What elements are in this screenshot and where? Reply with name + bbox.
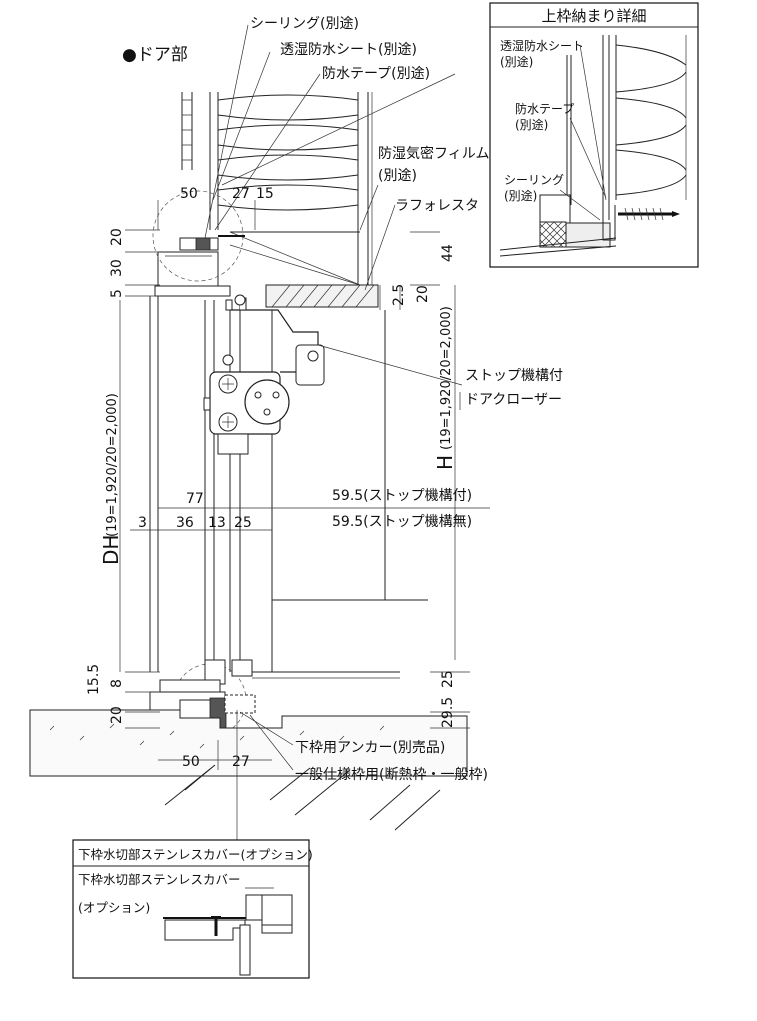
option-header: 下枠水切部ステンレスカバー(オプション) (78, 847, 313, 862)
h-label: H (433, 455, 457, 470)
label-stop-closer: ストップ機構付 (465, 368, 563, 384)
leader-lines (204, 24, 463, 840)
dh-range: (19=1,920/20=2,000) (105, 393, 120, 537)
upper-frame-detail: 上枠納まり詳細 透湿防水シート (別途) 防水テープ ( (489, 2, 699, 268)
floor-slab (29, 709, 468, 831)
dim-top-15: 15 (256, 186, 274, 202)
dim-bot-15-5: 15.5 (86, 664, 102, 695)
h-range: (19=1,920/20=2,000) (439, 306, 454, 450)
dim-top-27: 27 (232, 186, 250, 202)
dim-bot-27: 27 (232, 754, 250, 770)
label-stop-with: 59.5(ストップ機構付) (332, 488, 472, 504)
dim-top-50: 50 (180, 186, 198, 202)
detail-title: 上枠納まり詳細 (541, 7, 646, 25)
dim-bot-20: 20 (109, 706, 125, 724)
detail-label-seal: シーリング (504, 173, 564, 187)
detail-label-tape-sub: (別途) (515, 117, 548, 132)
label-stop-without: 59.5(ストップ機構無) (332, 514, 472, 530)
detail-label-tape: 防水テープ (515, 101, 574, 116)
label-anchor: 下枠用アンカー(別売品) (295, 740, 445, 756)
label-general-frame: 一般仕様枠用(断熱枠・一般枠) (295, 767, 488, 783)
dim-w-25: 25 (234, 515, 252, 531)
option-line2: (オプション) (78, 900, 150, 915)
dim-bot-29-5: 29.5 (440, 697, 456, 728)
detail-screw-icon (618, 207, 680, 221)
dim-w-3: 3 (138, 515, 147, 531)
label-moisture-sheet: 透湿防水シート(別途) (280, 41, 417, 58)
dim-bot-50: 50 (182, 754, 200, 770)
dh-label: DH (99, 535, 123, 565)
bottom-frame (149, 659, 400, 737)
label-waterproof-tape: 防水テープ(別途) (322, 65, 430, 82)
label-laforesta: ラフォレスタ (395, 198, 479, 214)
detail-sealing-block (539, 221, 567, 248)
option-box: 下枠水切部ステンレスカバー(オプション) 下枠水切部ステンレスカバー (オプショ… (72, 839, 313, 979)
detail-label-seal-sub: (別途) (504, 188, 537, 203)
label-vapor-film-sub: (別途) (378, 167, 417, 184)
detail-label-sheet-sub: (別途) (500, 54, 533, 69)
wall-insulation (181, 92, 373, 285)
detail-label-sheet: 透湿防水シート (500, 38, 584, 53)
label-door-closer: ドアクローザー (465, 392, 562, 408)
dim-left-5: 5 (109, 289, 125, 298)
dim-w-77: 77 (186, 491, 204, 507)
dim-bot-25: 25 (440, 670, 456, 688)
dim-right-44: 44 (440, 244, 456, 262)
upper-frame (152, 190, 245, 297)
detail-insulation (615, 35, 687, 200)
dim-left-20: 20 (109, 228, 125, 246)
dim-w-13: 13 (208, 515, 226, 531)
h-dimension: H (19=1,920/20=2,000) (433, 306, 457, 470)
dim-right-20: 20 (415, 285, 431, 303)
dim-bot-8: 8 (109, 679, 125, 688)
section-title: ●ドア部 (122, 45, 188, 65)
door-closer (203, 294, 325, 455)
label-vapor-film: 防湿気密フィルム (378, 145, 489, 162)
laforesta-board (265, 284, 379, 308)
label-sealing: シーリング(別途) (250, 15, 359, 32)
dimension-values: 50 27 15 20 30 5 44 2.5 20 77 3 36 13 25… (86, 186, 456, 770)
dimension-lines (119, 200, 490, 770)
stainless-cover-profile (163, 894, 293, 976)
option-line1: 下枠水切部ステンレスカバー (78, 872, 241, 887)
dim-left-30: 30 (109, 259, 125, 277)
dim-w-36: 36 (176, 515, 194, 531)
door-leaf (149, 296, 428, 672)
dh-dimension: DH (19=1,920/20=2,000) (99, 393, 123, 565)
dim-right-2-5: 2.5 (391, 284, 407, 306)
